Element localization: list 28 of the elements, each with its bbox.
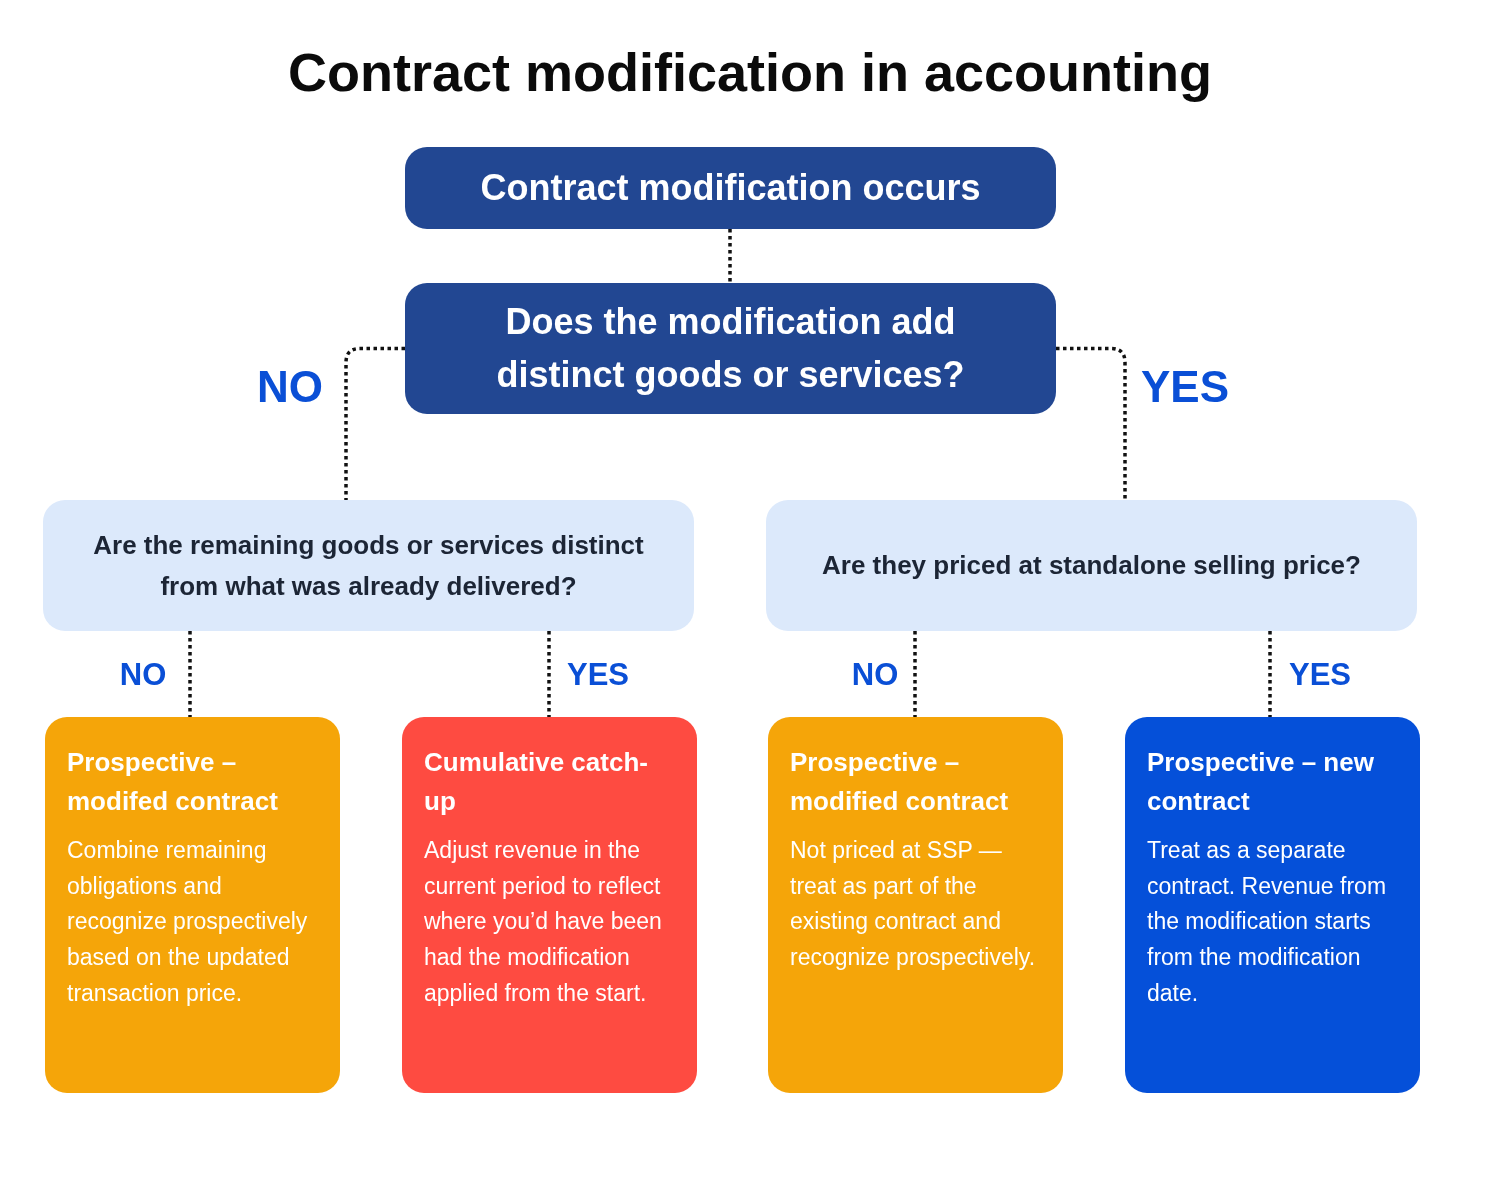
outcome-heading: Prospective – modified contract	[790, 746, 1010, 818]
outcome-heading: Prospective – new contract	[1147, 746, 1375, 818]
connector-line	[1268, 631, 1272, 717]
connector-line	[1056, 346, 1127, 500]
box-title: Contract modification occurs	[480, 165, 981, 210]
question-text: Are the remaining goods or services distinct from what was already delivered?	[92, 529, 645, 603]
box-title: Does the modification add distinct goods or services?	[495, 300, 966, 397]
outcome-heading: Cumulative catch-up	[424, 746, 649, 818]
outcome-description: Treat as a separate contract. Revenue from the modification starts from the modification date.	[1147, 836, 1388, 1008]
connector-line	[344, 346, 405, 500]
process-box	[405, 147, 1056, 229]
outcome-description: Not priced at SSP — treat as part of the existing contract and recognize prospectively.	[790, 836, 1037, 972]
outcome-description: Combine remaining obligations and recognize prospectively based on the updated transaction price.	[67, 836, 309, 1008]
connector-line	[913, 631, 917, 717]
outcome-card	[45, 717, 340, 1093]
outcome-card	[768, 717, 1063, 1093]
outcome-card	[1125, 717, 1420, 1093]
connector-line	[547, 631, 551, 717]
outcome-card	[402, 717, 697, 1093]
decision-box	[766, 500, 1417, 631]
question-text: Are they priced at standalone selling price?	[822, 549, 1361, 583]
decision-box	[43, 500, 694, 631]
connector-line	[728, 229, 732, 283]
outcome-description: Adjust revenue in the current period to reflect where you’d have been had the modification applied from the start.	[424, 836, 663, 1008]
outcome-heading: Prospective – modifed contract	[67, 746, 279, 818]
connector-line	[188, 631, 192, 717]
diagram-title: Contract modification in accounting	[288, 42, 1212, 102]
process-box	[405, 283, 1056, 414]
